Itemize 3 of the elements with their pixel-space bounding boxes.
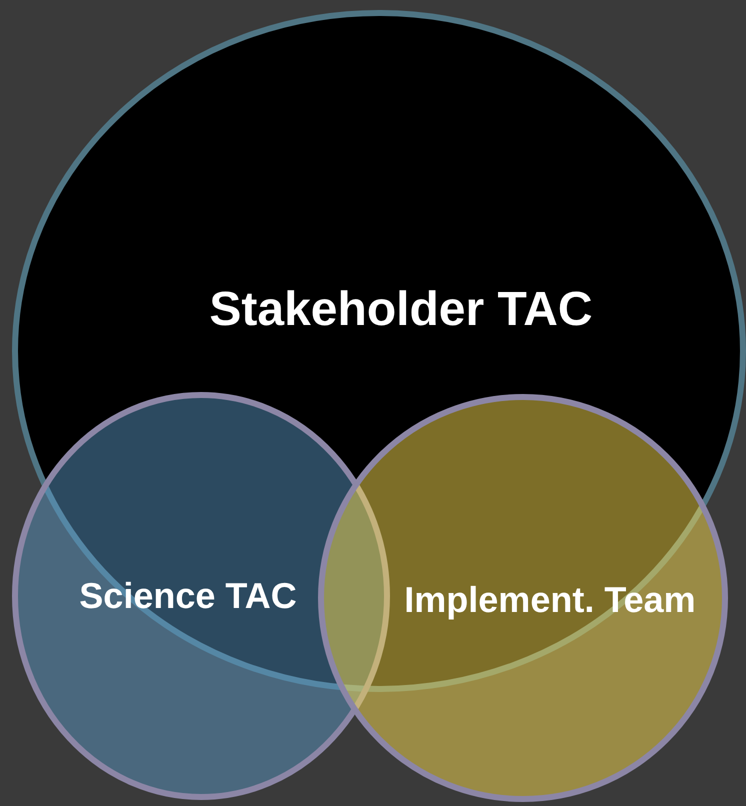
circle-label: Science TAC: [78, 577, 298, 615]
circle-label: Implement. Team: [403, 581, 697, 619]
circle-label: Stakeholder TAC: [208, 284, 594, 336]
